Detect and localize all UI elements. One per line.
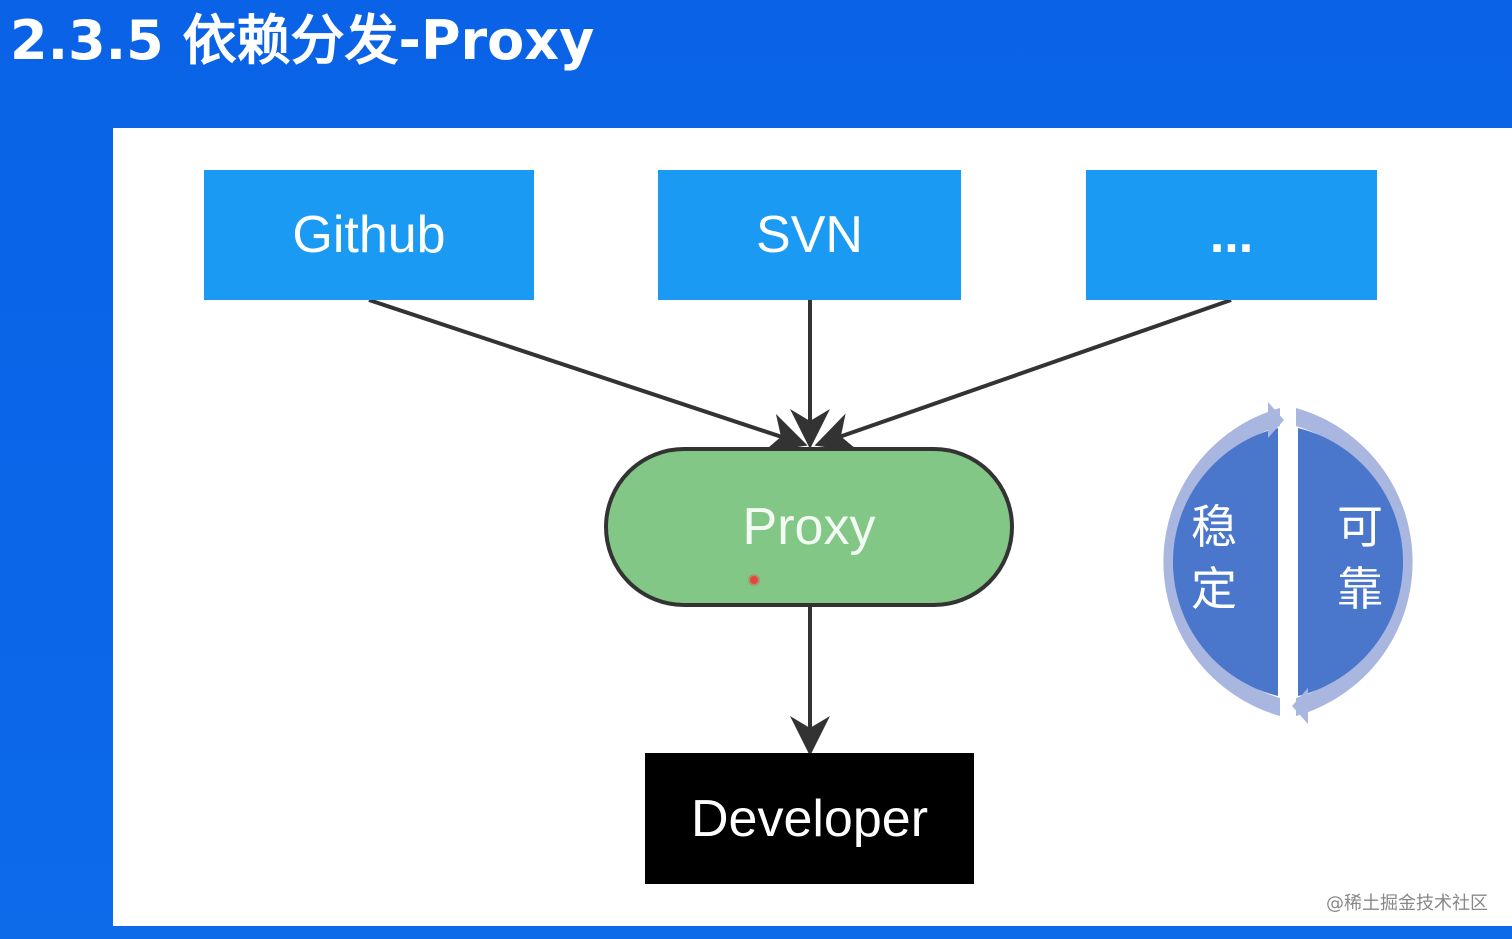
cycle-right-half [1298, 428, 1404, 696]
stable-reliable-cycle-graphic [1163, 402, 1413, 724]
watermark: @稀土掘金技术社区 [1326, 893, 1488, 914]
cycle-left-half [1172, 428, 1278, 696]
cycle-left-ring [1163, 408, 1280, 716]
mouse-pointer-dot [750, 576, 758, 584]
slide-title: 2.3.5 依赖分发-Proxy [10, 9, 595, 72]
arrow-more-to-proxy [814, 298, 1232, 452]
arrow-github-to-proxy [368, 298, 808, 452]
source-github-box: Github [204, 170, 534, 300]
cycle-right-ring [1296, 408, 1413, 716]
developer-box: Developer [645, 753, 974, 884]
source-svn-box: SVN [658, 170, 961, 300]
cycle-label-reliable: 可 靠 [1337, 500, 1383, 616]
cycle-top-arrow [1268, 402, 1284, 438]
source-more-box: ... [1086, 170, 1377, 300]
cycle-bottom-arrow [1292, 688, 1308, 724]
cycle-label-stable: 稳 定 [1191, 500, 1237, 616]
proxy-node: Proxy [604, 447, 1014, 607]
